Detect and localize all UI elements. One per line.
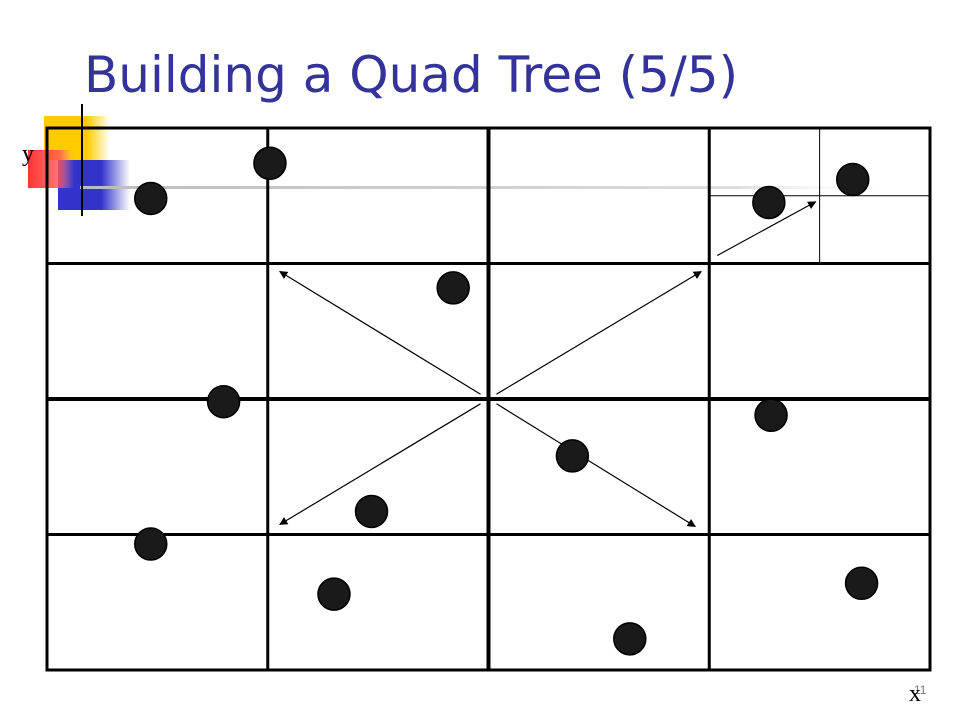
data-point: [134, 181, 168, 216]
subdivision-arrow: [496, 403, 696, 528]
data-point: [555, 439, 590, 473]
data-point: [754, 398, 788, 433]
subdivision-arrow: [716, 201, 817, 257]
data-points: [134, 146, 879, 656]
x-axis-label: x: [909, 681, 921, 707]
data-point: [835, 162, 870, 197]
page-number: 11: [914, 683, 927, 697]
subdivision-arrow: [279, 270, 481, 395]
data-point: [317, 577, 351, 611]
data-point: [253, 146, 287, 180]
subdivision-arrow: [496, 270, 702, 395]
subdivision-arrow: [279, 403, 481, 526]
data-point: [436, 271, 470, 305]
data-point: [752, 185, 786, 220]
quadtree-arrows: [279, 201, 817, 528]
data-point: [613, 622, 647, 656]
data-point: [134, 527, 168, 561]
data-point: [206, 384, 241, 419]
slide-title: Building a Quad Tree (5/5): [84, 46, 739, 104]
data-point: [844, 566, 879, 601]
data-point: [354, 494, 389, 529]
deco-red-block: [28, 150, 74, 188]
y-axis-label: y: [22, 141, 34, 167]
quadtree-grid: [45, 126, 932, 672]
